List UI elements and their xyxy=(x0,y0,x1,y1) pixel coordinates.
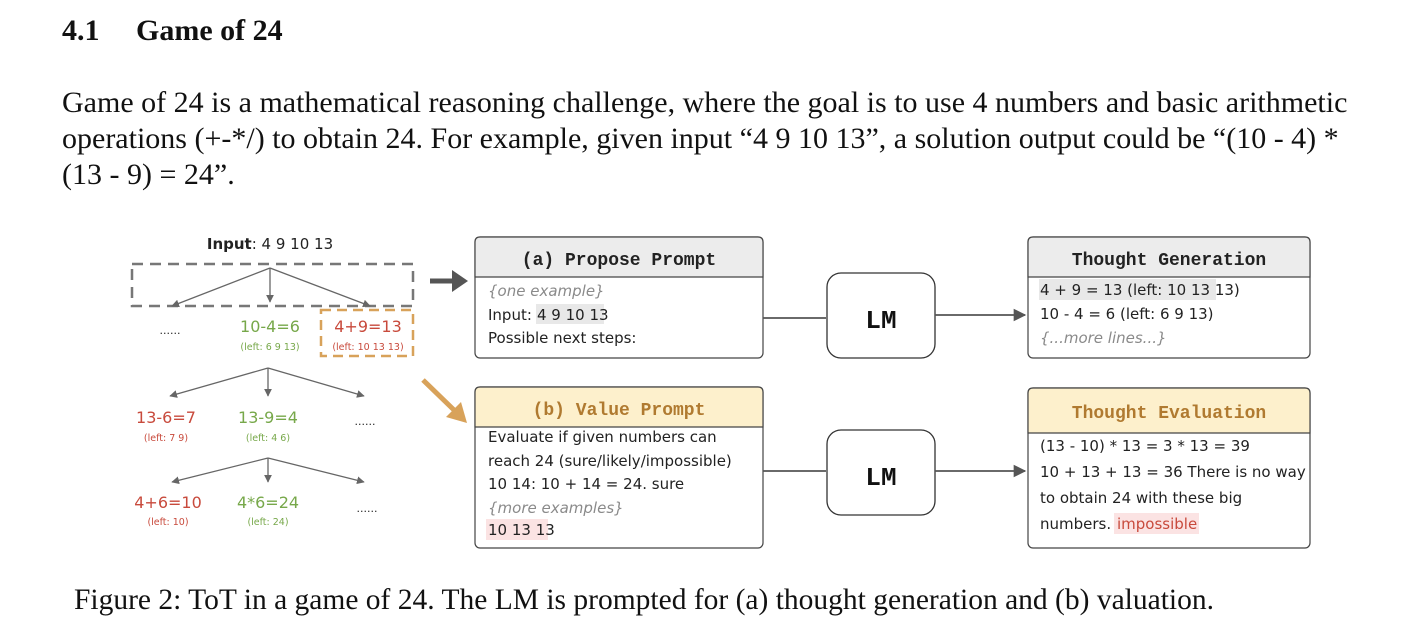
tree-node-left: (left: 24) xyxy=(247,517,288,528)
arrow-right-icon xyxy=(452,270,468,292)
tree-node-expr: 4*6=24 xyxy=(237,493,299,512)
tree-node-expr: 13-9=4 xyxy=(238,408,298,427)
tree-input: Input: 4 9 10 13 xyxy=(207,235,333,253)
tree-node-left: (left: 10) xyxy=(147,517,188,528)
body-paragraph-block: Game of 24 is a mathematical reasoning c… xyxy=(62,85,1386,193)
body-paragraph: Game of 24 is a mathematical reasoning c… xyxy=(62,86,1348,191)
input-highlight xyxy=(536,304,604,324)
search-tree: Input: 4 9 10 13 ...... 10-4=6 (left: 6 … xyxy=(130,235,415,528)
value-prompt-line: 10 14: 10 + 14 = 24. sure xyxy=(488,475,684,493)
section-title: Game of 24 xyxy=(136,14,283,47)
value-input-highlight xyxy=(486,519,548,540)
tree-node-left: (left: 7 9) xyxy=(144,433,188,444)
tree-ellipsis: ...... xyxy=(355,415,376,428)
line-highlight xyxy=(1039,279,1216,300)
propose-prompt-title: (a) Propose Prompt xyxy=(522,251,716,271)
propose-next-steps: Possible next steps: xyxy=(488,329,636,347)
value-input: 10 13 13 xyxy=(488,521,555,539)
tree-edge xyxy=(267,457,365,485)
figure-caption: Figure 2: ToT in a game of 24. The LM is… xyxy=(74,584,1214,616)
thought-evaluation-line: (13 - 10) * 13 = 3 * 13 = 39 xyxy=(1040,437,1250,455)
tree-ellipsis: ...... xyxy=(357,502,378,515)
tree-input-label: Input xyxy=(207,235,252,253)
thought-evaluation-box: Thought Evaluation (13 - 10) * 13 = 3 * … xyxy=(1027,387,1311,549)
tree-edge xyxy=(171,267,271,308)
value-prompt-box: (b) Value Prompt Evaluate if given numbe… xyxy=(474,386,764,549)
thought-evaluation-line: to obtain 24 with these big xyxy=(1040,489,1242,507)
propose-input-prefix: Input: xyxy=(488,306,537,324)
section-heading: 4.1 Game of 24 xyxy=(62,14,283,48)
tree-edge xyxy=(269,267,371,308)
thought-evaluation-prefix: numbers. xyxy=(1040,515,1116,533)
tree-node-expr: 10-4=6 xyxy=(240,317,300,336)
tree-to-prompt-arrows xyxy=(421,270,468,423)
lm-pipeline: LM LM xyxy=(763,272,1027,516)
tree-node-expr: 13-6=7 xyxy=(136,408,196,427)
tree-edge xyxy=(267,367,365,398)
propose-input-value: 4 9 10 13 xyxy=(537,306,609,324)
tree-node-left: (left: 10 13 13) xyxy=(332,342,403,353)
arrow-shaft xyxy=(421,378,456,412)
tree-node-left: (left: 6 9 13) xyxy=(240,342,299,353)
section-number: 4.1 xyxy=(62,14,100,47)
thought-generation-line: 10 - 4 = 6 (left: 6 9 13) xyxy=(1040,305,1214,323)
tree-edge xyxy=(171,457,269,485)
value-prompt-header xyxy=(474,386,764,428)
verdict-highlight xyxy=(1114,513,1199,534)
thought-evaluation-line: 10 + 13 + 13 = 36 There is no way xyxy=(1040,463,1306,481)
thought-generation-header xyxy=(1027,236,1311,278)
value-more-examples: {more examples} xyxy=(488,499,624,517)
thought-generation-box: Thought Generation 4 + 9 = 13 (left: 10 … xyxy=(1027,236,1311,359)
thought-generation-more: {...more lines...} xyxy=(1040,329,1167,347)
lm-label: LM xyxy=(865,306,896,336)
propose-example-placeholder: {one example} xyxy=(488,282,605,300)
value-prompt-title: (b) Value Prompt xyxy=(533,401,706,421)
selected-node-dashed-box xyxy=(319,308,415,358)
propose-input-line: Input: 4 9 10 13 xyxy=(488,306,609,324)
tree-node-expr: 4+6=10 xyxy=(134,493,202,512)
thought-evaluation-header xyxy=(1027,387,1311,434)
lm-box-bottom xyxy=(826,429,936,516)
thought-generation-title: Thought Generation xyxy=(1072,251,1266,271)
tree-ellipsis: ...... xyxy=(160,324,181,337)
thought-evaluation-verdict: impossible xyxy=(1117,515,1197,533)
tree-input-value: : 4 9 10 13 xyxy=(252,235,333,253)
tree-node-left: (left: 4 6) xyxy=(246,433,290,444)
lm-label: LM xyxy=(865,463,896,493)
propose-prompt-header xyxy=(474,236,764,278)
value-prompt-line: reach 24 (sure/likely/impossible) xyxy=(488,452,732,470)
thought-generation-line: 4 + 9 = 13 (left: 10 13 13) xyxy=(1040,281,1240,299)
tree-node-expr: 4+9=13 xyxy=(334,317,402,336)
arrow-diagonal-icon xyxy=(446,402,467,423)
value-prompt-line: Evaluate if given numbers can xyxy=(488,428,717,446)
propose-prompt-box: (a) Propose Prompt {one example} Input: … xyxy=(474,236,764,359)
thought-evaluation-line: numbers. impossible xyxy=(1040,515,1197,533)
tree-edge xyxy=(169,367,269,398)
root-dashed-box xyxy=(130,262,415,308)
thought-evaluation-title: Thought Evaluation xyxy=(1072,404,1266,424)
